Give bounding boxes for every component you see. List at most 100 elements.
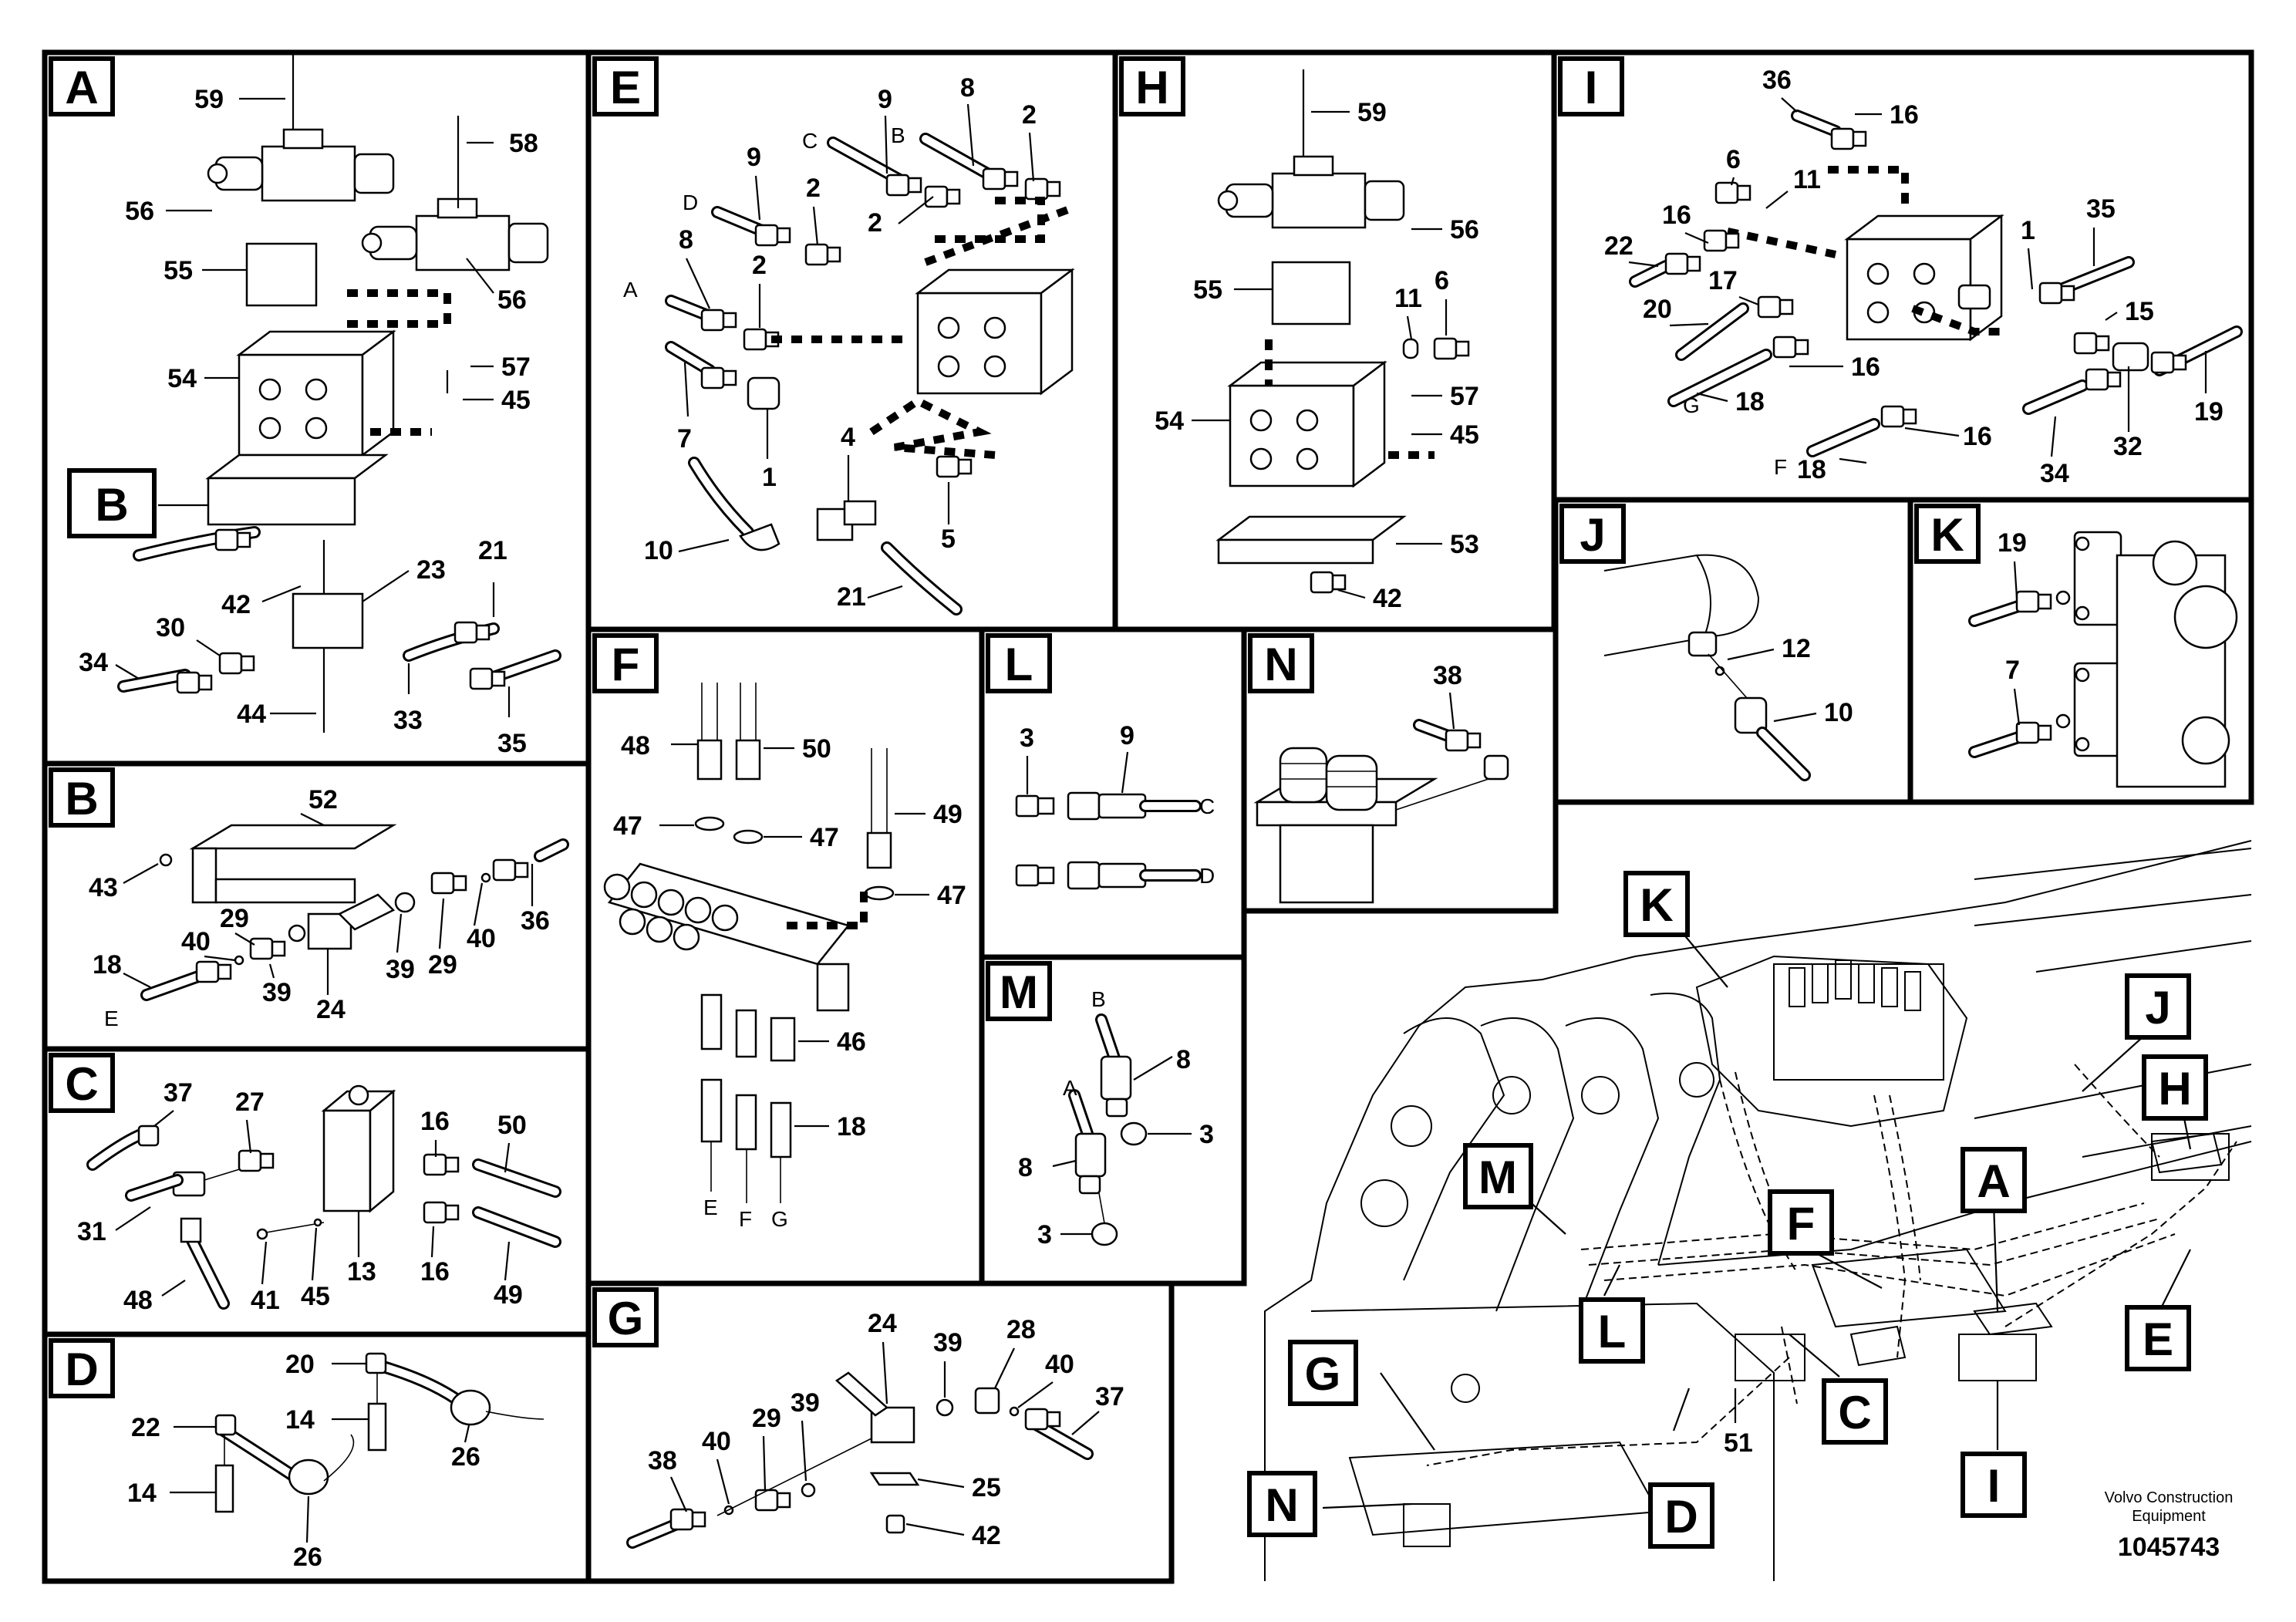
callout: 20: [1643, 295, 1672, 324]
callout: 19: [1998, 528, 2027, 558]
callout: 56: [1450, 215, 1479, 244]
callout: 18: [837, 1112, 866, 1141]
callout: 16: [420, 1107, 450, 1136]
callout: 37: [164, 1078, 193, 1108]
marker-e: E: [2143, 1313, 2173, 1365]
callout: 43: [89, 873, 118, 902]
callout: 40: [1045, 1350, 1074, 1379]
panel-a-label: A: [65, 62, 98, 113]
hose-letter: B: [891, 123, 905, 147]
callout: 5: [941, 524, 956, 554]
panel-e-label: E: [610, 62, 641, 113]
panel-d: D 20 22 14 14 26 26: [42, 1331, 592, 1584]
panel-j: J 12 10: [1553, 497, 1913, 805]
callout: 8: [679, 225, 693, 255]
hose-letter: D: [683, 191, 698, 214]
callout: 55: [164, 256, 193, 285]
panel-b: B 52 43 36 29 40 39 29 40 18 39: [42, 760, 592, 1052]
panel-l-label: L: [1005, 639, 1033, 690]
callout-51: 51: [1724, 1428, 1753, 1458]
callout: 2: [806, 174, 821, 203]
panel-m-label: M: [1000, 966, 1038, 1018]
callout: 45: [1450, 420, 1479, 450]
callout: 25: [972, 1473, 1001, 1502]
callout: 21: [837, 582, 866, 612]
callout: 3: [1199, 1120, 1214, 1149]
callout: 27: [235, 1088, 265, 1117]
callout: 1: [2021, 216, 2035, 245]
callout: 45: [301, 1282, 330, 1311]
callout: 37: [1095, 1382, 1124, 1411]
callout: 11: [1394, 284, 1422, 313]
callout: 10: [1824, 698, 1853, 727]
callout: 26: [451, 1442, 480, 1472]
callout: 42: [1373, 584, 1402, 613]
marker-k: K: [1640, 879, 1673, 931]
callout: 35: [2086, 194, 2116, 224]
panel-h-label: H: [1135, 62, 1168, 113]
marker-g: G: [1305, 1348, 1341, 1400]
panel-i-label: I: [1585, 62, 1598, 113]
callout: 38: [648, 1446, 677, 1475]
callout: 8: [1176, 1045, 1191, 1074]
marker-c: C: [1838, 1387, 1871, 1438]
callout: 38: [1433, 661, 1462, 690]
panel-k-label: K: [1930, 509, 1964, 561]
callout: 40: [181, 927, 211, 956]
panel-c-label: C: [65, 1058, 98, 1110]
callout: 40: [702, 1427, 731, 1456]
callout: 22: [1604, 231, 1633, 261]
hose-letter: E: [703, 1195, 718, 1219]
panel-g-label: G: [608, 1293, 644, 1344]
callout: 40: [467, 924, 496, 953]
panel-j-label: J: [1580, 509, 1605, 561]
callout: 29: [752, 1404, 781, 1433]
callout: 54: [167, 364, 197, 393]
panel-l: L 3 9 C D: [979, 626, 1247, 960]
hose-letter: F: [739, 1207, 752, 1231]
callout: 55: [1193, 275, 1222, 305]
callout: 18: [1797, 455, 1826, 484]
callout: 39: [791, 1388, 820, 1418]
callout: 29: [428, 950, 457, 980]
callout: 16: [1662, 201, 1691, 230]
callout-b-ref: B: [95, 479, 128, 531]
callout: 17: [1708, 266, 1738, 295]
panel-f-label: F: [612, 639, 640, 690]
hose-letter: G: [771, 1207, 788, 1231]
panel-b-label: B: [65, 773, 98, 824]
marker-f: F: [1787, 1198, 1816, 1249]
callout: 26: [293, 1543, 322, 1572]
callout: 35: [497, 729, 527, 758]
callout: 59: [194, 85, 224, 114]
callout: 33: [393, 706, 423, 735]
marker-d: D: [1664, 1491, 1698, 1543]
callout: 24: [868, 1309, 897, 1338]
footer: Volvo Construction Equipment 1045743: [2105, 1489, 2234, 1562]
callout: 50: [802, 734, 831, 764]
callout: 2: [752, 251, 767, 280]
callout: 12: [1782, 634, 1811, 663]
callout: 13: [347, 1257, 376, 1286]
marker-j: J: [2145, 982, 2170, 1034]
callout: 6: [1435, 266, 1449, 295]
marker-i: I: [1988, 1460, 2001, 1512]
callout: 39: [262, 978, 292, 1007]
callout: 45: [501, 386, 531, 415]
hose-letter: C: [802, 129, 818, 153]
callout: 23: [416, 555, 446, 585]
callout: 36: [521, 906, 550, 936]
callout: 16: [1963, 422, 1992, 451]
callout: 57: [501, 352, 531, 382]
hose-letter: D: [1199, 864, 1215, 888]
hose-letter: E: [104, 1007, 119, 1030]
panel-k: K 19 7: [1907, 497, 2254, 805]
callout: 8: [1018, 1153, 1033, 1182]
overview-leaders: [1322, 932, 2192, 1509]
callout: 2: [868, 208, 882, 238]
callout: 6: [1726, 145, 1741, 174]
callout: 57: [1450, 382, 1479, 411]
panel-m: M B A 8 3 8 3: [979, 954, 1247, 1286]
callout: 54: [1155, 406, 1184, 436]
panel-d-label: D: [65, 1344, 98, 1395]
